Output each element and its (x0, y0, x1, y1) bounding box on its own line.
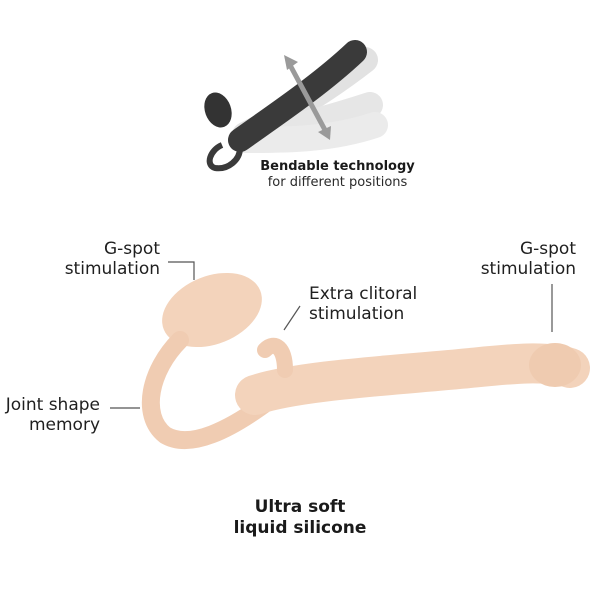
bendable-product-graphic (204, 40, 388, 172)
callout-extra-clitoral-line2: stimulation (309, 304, 405, 324)
bendable-caption-title: Bendable technology (260, 159, 415, 174)
callout-gspot-right-line1: G-spot (519, 239, 576, 259)
callout-joint-shape-line2: memory (28, 415, 100, 435)
main-product-illustration (0, 200, 600, 480)
bendable-caption-subtitle: for different positions (267, 175, 408, 190)
main-product-graphic (110, 261, 590, 450)
bendable-illustration: Bendable technology for different positi… (0, 0, 600, 200)
callout-extra-clitoral-line1: Extra clitoral (309, 284, 418, 304)
material-caption: Ultra soft liquid silicone (200, 497, 400, 539)
callout-gspot-left-line1: G-spot (103, 239, 160, 259)
material-caption-line2: liquid silicone (233, 518, 367, 538)
callout-joint-shape-line1: Joint shape (5, 395, 100, 415)
material-caption-line1: Ultra soft (254, 497, 346, 517)
callout-gspot-left-line2: stimulation (64, 259, 160, 279)
callout-joint-shape: Joint shape memory (0, 395, 100, 435)
callout-gspot-right-line2: stimulation (480, 259, 576, 279)
callout-gspot-right: G-spot stimulation (456, 239, 576, 279)
callout-extra-clitoral: Extra clitoral stimulation (309, 284, 469, 324)
callout-gspot-left: G-spot stimulation (40, 239, 160, 279)
